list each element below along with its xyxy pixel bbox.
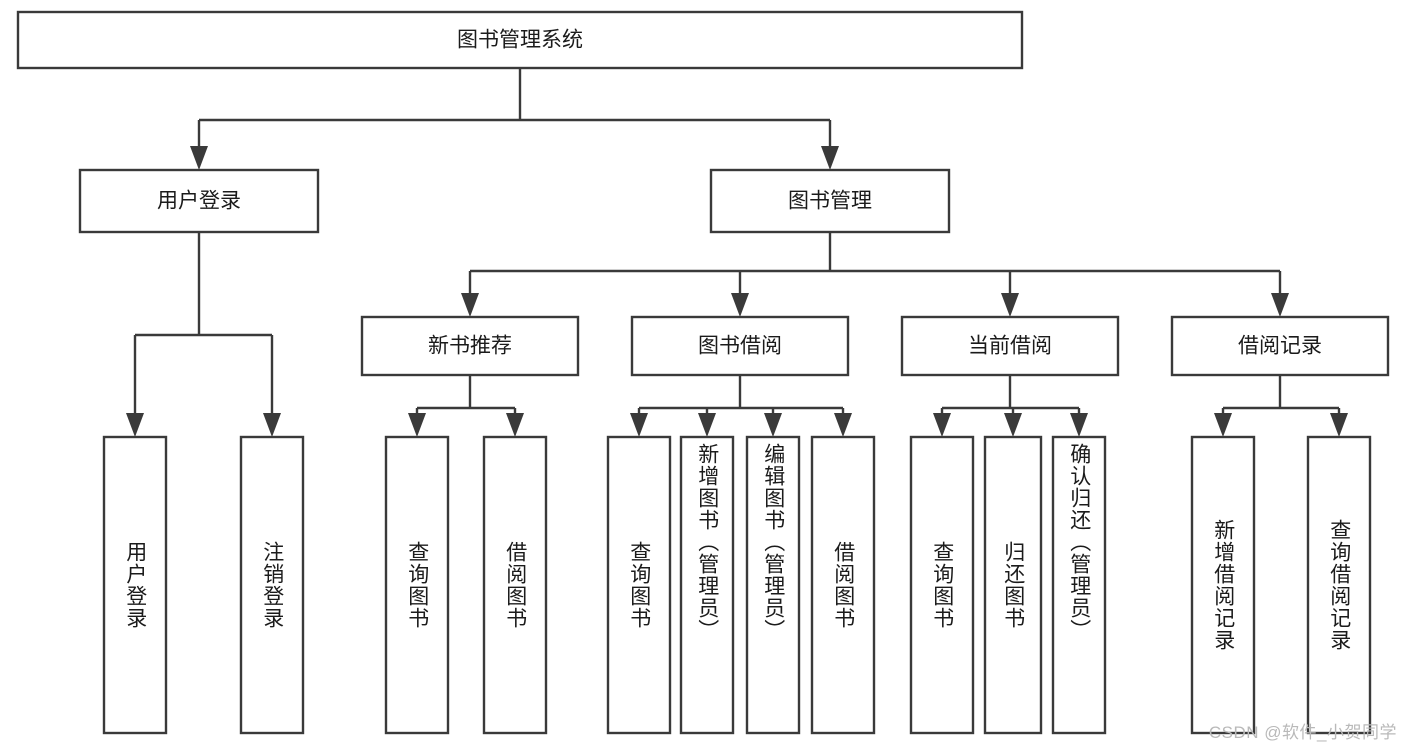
label-new-book-recommend: 新书推荐 <box>428 335 512 358</box>
node-leaf-edit-book[interactable] <box>745 435 801 735</box>
node-book-borrow[interactable] <box>630 315 850 377</box>
node-leaf-add-record[interactable] <box>1190 435 1256 735</box>
arrow-head-leaf-borrow-book-2 <box>834 413 852 437</box>
node-leaf-logout-login[interactable] <box>239 435 305 735</box>
arrow-head-leaf-add-record <box>1214 413 1232 437</box>
arrow-head-leaf-query-book-3 <box>933 413 951 437</box>
arrow-head-leaf-return-book <box>1004 413 1022 437</box>
arrow-head-leaf-user-login <box>126 413 144 437</box>
node-new-book-recommend[interactable] <box>360 315 580 377</box>
node-borrow-record[interactable] <box>1170 315 1390 377</box>
node-leaf-add-book[interactable] <box>679 435 735 735</box>
arrow-head-borrow-record <box>1271 293 1289 317</box>
node-leaf-user-login[interactable] <box>102 435 168 735</box>
node-box-layer <box>16 10 1390 735</box>
node-leaf-query-book-1[interactable] <box>384 435 450 735</box>
arrow-head-user-login <box>190 146 208 170</box>
node-leaf-return-book[interactable] <box>983 435 1043 735</box>
label-borrow-record: 借阅记录 <box>1238 335 1322 358</box>
arrow-head-leaf-logout-login <box>263 413 281 437</box>
node-user-login[interactable] <box>78 168 320 234</box>
arrow-head-leaf-add-book <box>698 413 716 437</box>
horizontal-label-layer: 图书管理系统 用户登录 图书管理 新书推荐 图书借阅 当前借阅 借阅记录 <box>157 29 1322 358</box>
node-current-borrow[interactable] <box>900 315 1120 377</box>
arrow-head-current-borrow <box>1001 293 1019 317</box>
label-current-borrow: 当前借阅 <box>968 335 1052 358</box>
arrow-head-leaf-query-book-1 <box>408 413 426 437</box>
node-leaf-query-book-2[interactable] <box>606 435 672 735</box>
watermark-text: CSDN @软件_小贺同学 <box>1208 723 1397 742</box>
node-leaf-query-book-3[interactable] <box>909 435 975 735</box>
arrow-head-new-book-recommend <box>461 293 479 317</box>
label-user-login: 用户登录 <box>157 190 241 213</box>
node-root[interactable] <box>16 10 1024 70</box>
node-leaf-borrow-book-2[interactable] <box>810 435 876 735</box>
label-book-manage: 图书管理 <box>788 190 872 213</box>
arrow-head-leaf-query-book-2 <box>630 413 648 437</box>
arrow-head-book-manage <box>821 146 839 170</box>
arrow-head-leaf-edit-book <box>764 413 782 437</box>
node-leaf-confirm-return[interactable] <box>1051 435 1107 735</box>
label-root: 图书管理系统 <box>457 29 583 52</box>
label-book-borrow: 图书借阅 <box>698 335 782 358</box>
arrow-head-leaf-borrow-book-1 <box>506 413 524 437</box>
arrow-head-leaf-query-record <box>1330 413 1348 437</box>
node-leaf-query-record[interactable] <box>1306 435 1372 735</box>
arrow-head-book-borrow <box>731 293 749 317</box>
arrow-head-leaf-confirm-return <box>1070 413 1088 437</box>
node-leaf-borrow-book-1[interactable] <box>482 435 548 735</box>
connector-layer <box>126 68 1348 437</box>
node-book-manage[interactable] <box>709 168 951 234</box>
